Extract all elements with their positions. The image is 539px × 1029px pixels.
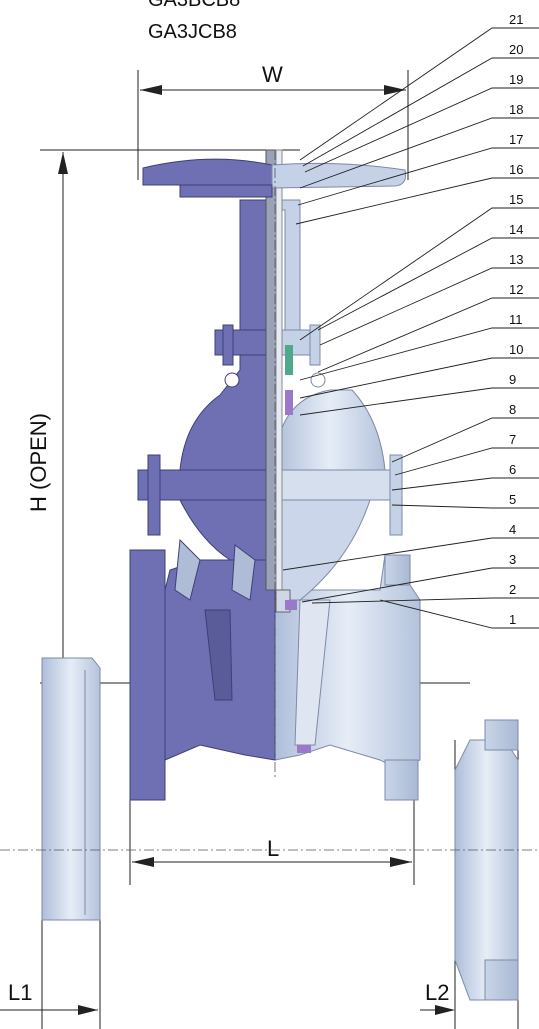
bolts: [147, 324, 403, 536]
title-line-1: GA3BCB8: [148, 0, 240, 11]
valve-body-exterior: [274, 389, 421, 801]
end-right-label: L2: [425, 980, 449, 1005]
end-left-label: L1: [8, 980, 32, 1005]
length-label: L: [267, 836, 279, 861]
packing-seats: [285, 345, 311, 753]
callout-leader-1: [379, 599, 539, 629]
callout-leader-21: [299, 27, 539, 161]
part-number-4: 4: [509, 522, 516, 537]
part-number-20: 20: [509, 42, 523, 57]
callout-leader-2: [311, 597, 539, 604]
width-dimension: W: [137, 62, 409, 180]
callout-leader-20: [302, 57, 539, 167]
callout-leader-7: [394, 447, 539, 476]
callout-leader-13: [319, 267, 539, 346]
callout-leader-16: [295, 177, 539, 225]
callout-leader-18: [299, 117, 539, 189]
callout-leader-11: [299, 327, 539, 381]
part-number-8: 8: [509, 402, 516, 417]
callout-leader-3: [301, 567, 539, 603]
part-number-19: 19: [509, 72, 523, 87]
part-number-11: 11: [509, 312, 523, 327]
callout-leader-6: [391, 477, 539, 491]
callout-leader-5: [391, 504, 539, 509]
part-number-21: 21: [509, 12, 523, 27]
part-number-9: 9: [509, 372, 516, 387]
callout-leader-14: [317, 237, 539, 331]
callout-leader-10: [299, 357, 539, 399]
callout-leader-4: [282, 537, 539, 571]
title-line-2: GA3JCB8: [148, 21, 237, 43]
part-number-1: 1: [509, 612, 516, 627]
part-number-6: 6: [509, 462, 516, 477]
part-number-13: 13: [509, 252, 523, 267]
part-number-7: 7: [509, 432, 516, 447]
callout-leader-17: [297, 147, 539, 206]
valve-body-section: [129, 199, 276, 801]
part-number-14: 14: [509, 222, 523, 237]
part-number-15: 15: [509, 192, 523, 207]
height-label: H (OPEN): [26, 413, 51, 512]
callout-leader-19: [304, 87, 539, 173]
end-connector-right: [454, 719, 519, 1001]
part-number-3: 3: [509, 552, 516, 567]
part-number-17: 17: [509, 132, 523, 147]
part-number-10: 10: [509, 342, 523, 357]
handwheel: [142, 158, 406, 198]
end-connector-left: [41, 657, 101, 921]
width-label: W: [262, 62, 283, 87]
length-dimension: L: [129, 780, 415, 885]
part-number-5: 5: [509, 492, 516, 507]
part-number-2: 2: [509, 582, 516, 597]
callout-leader-15: [299, 207, 539, 341]
part-number-12: 12: [509, 282, 523, 297]
centerlines: [0, 150, 539, 851]
callout-leader-8: [391, 417, 539, 463]
part-number-16: 16: [509, 162, 523, 177]
callout-leader-12: [317, 297, 539, 373]
part-number-18: 18: [509, 102, 523, 117]
callout-leader-9: [299, 387, 539, 416]
